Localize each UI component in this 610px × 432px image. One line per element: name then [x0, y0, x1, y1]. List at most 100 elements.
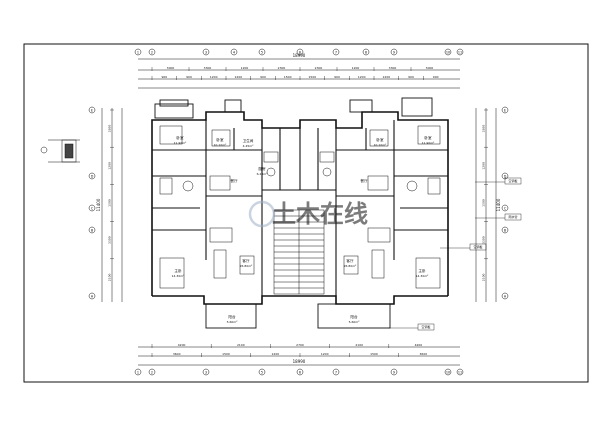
room-name: 卧室	[176, 135, 184, 140]
bottom-axis-bubble	[296, 368, 304, 376]
top-axis-bubble	[202, 48, 210, 56]
room-name: 卧室	[424, 135, 432, 140]
right-axis-label: E	[504, 108, 506, 112]
top-dim-text: 2300	[278, 66, 286, 70]
watermark: 土木在线	[248, 200, 368, 228]
top-axis-bubble	[332, 48, 340, 56]
room-name: 客厅	[346, 258, 354, 263]
room-area: 26.80m²	[240, 264, 254, 268]
top-dim-text: 3300	[204, 66, 212, 70]
interior-walls	[152, 120, 448, 296]
top-total-dimension: 18990	[293, 53, 306, 58]
callout-text: 空调板	[421, 324, 430, 329]
right-axis-bubble	[501, 106, 509, 114]
top-dim-text: 1200	[383, 75, 391, 79]
right-dim-text: 2100	[482, 273, 486, 281]
room-name: 厨房	[258, 166, 266, 171]
top-axis-bubble	[148, 48, 156, 56]
top-axis-bubble	[230, 48, 238, 56]
top-axis-label: 10	[446, 50, 450, 54]
bottom-axis-label: 2	[151, 370, 153, 374]
bottom-total-dimension: 18990	[293, 359, 306, 364]
bottom-axis-bubble	[148, 368, 156, 376]
room-name: 阳台	[350, 314, 358, 319]
right-total-dimension: 11400	[496, 198, 501, 211]
top-axis-bubble	[134, 48, 142, 56]
bottom-dim-text: 3600	[173, 352, 181, 356]
room-area: 6.20m²	[257, 172, 269, 176]
room-area: 11.90m²	[174, 141, 188, 145]
top-dim-text: 1200	[352, 66, 360, 70]
bottom-dim-text: 2700	[296, 343, 304, 347]
room-name: 餐厅	[230, 178, 238, 183]
right-dim-text: 1500	[482, 199, 486, 207]
detail-bubble	[40, 146, 48, 154]
left-dim-text: 1200	[108, 162, 112, 170]
left-total-dimension: 11400	[96, 198, 101, 211]
top-axis-label: 2	[151, 50, 153, 54]
left-axis-bubble	[88, 172, 96, 180]
callout-text: 空调板	[508, 178, 517, 183]
right-axis-bubble	[501, 226, 509, 234]
top-axis-label: 8	[365, 50, 367, 54]
left-dimension-chain	[101, 108, 123, 302]
bottom-dimension-chain	[138, 346, 460, 366]
bottom-dim-text: 4200	[415, 343, 423, 347]
top-axis-label: 9	[393, 50, 395, 54]
right-dim-text: 3300	[482, 125, 486, 133]
top-axis-label: 5	[261, 50, 263, 54]
bottom-axis-label: 6	[299, 370, 301, 374]
left-axis-label: E	[91, 108, 93, 112]
top-dimension-chain	[138, 58, 460, 89]
top-dim-text: 900	[334, 75, 340, 79]
left-wall-detail	[48, 139, 80, 163]
left-axis-label: D	[91, 174, 94, 178]
top-dim-text: 1200	[235, 75, 243, 79]
top-dim-text: 3000	[426, 66, 434, 70]
top-dim-text: 1500	[309, 75, 317, 79]
bottom-axis-label: 9	[393, 370, 395, 374]
room-name: 卧室	[376, 137, 384, 142]
top-dim-text: 3300	[389, 66, 397, 70]
top-dim-text: 1200	[241, 66, 249, 70]
staircase	[273, 209, 325, 295]
top-axis-bubble	[390, 48, 398, 56]
right-axis-label: D	[504, 174, 507, 178]
bottom-axis-label: 11	[458, 370, 462, 374]
bottom-axis-bubble	[456, 368, 464, 376]
right-axis-bubble	[501, 204, 509, 212]
left-axis-label: A	[91, 294, 94, 298]
right-axis-label: C	[504, 206, 507, 210]
bottom-axis-bubble	[390, 368, 398, 376]
room-area: 10.10m²	[214, 143, 228, 147]
svg-text:土木在线: 土木在线	[272, 200, 368, 228]
room-area: 26.80m²	[344, 264, 358, 268]
callout-text: 雨水管	[508, 214, 517, 219]
right-axis-label: B	[504, 228, 507, 232]
bottom-dim-text: 2100	[237, 343, 245, 347]
room-name: 客厅	[242, 258, 250, 263]
top-dim-text: 900	[408, 75, 414, 79]
top-bays	[154, 97, 433, 119]
bottom-dim-text: 1200	[321, 352, 329, 356]
top-axis-label: 1	[137, 50, 139, 54]
room-labels: 卧室11.90m²卧室10.10m²卫生间4.45m²厨房6.20m²卧室10.…	[172, 135, 436, 324]
room-name: 卧室	[216, 137, 224, 142]
bottom-dim-text: 1500	[222, 352, 230, 356]
right-axis-label: A	[504, 294, 507, 298]
top-dim-text: 2300	[315, 66, 323, 70]
top-axis-bubble	[444, 48, 452, 56]
room-name: 主卧	[418, 268, 426, 273]
left-dim-text: 3300	[108, 125, 112, 133]
room-area: 10.10m²	[374, 143, 388, 147]
room-area: 5.60m²	[349, 320, 361, 324]
room-name: 阳台	[228, 314, 236, 319]
top-dim-text: 3000	[167, 66, 175, 70]
room-name: 餐厅	[360, 178, 368, 183]
top-dim-text: 900	[260, 75, 266, 79]
sheet-border	[23, 43, 589, 383]
